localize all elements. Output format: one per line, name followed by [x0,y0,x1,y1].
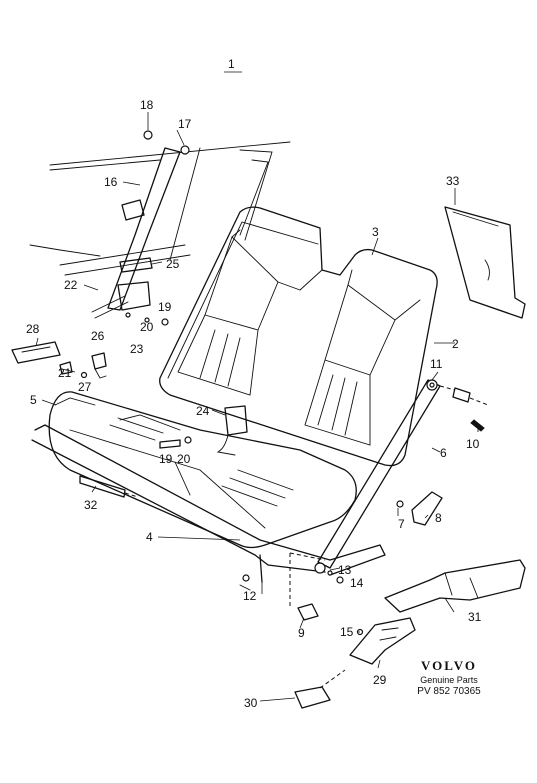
callout: 24 [196,404,210,418]
callout: 29 [373,673,387,687]
callout: 11 [430,357,443,371]
brand-tagline: Genuine Parts [420,675,478,685]
callout: 15 [340,625,354,639]
callout: 4 [146,530,153,544]
panel-33 [444,206,526,319]
callout: 26 [91,329,105,343]
callout: 17 [178,117,192,131]
callout: 32 [84,498,98,512]
small-parts [239,552,344,621]
callout: 27 [78,380,92,394]
callout: 9 [298,626,305,640]
part-32-bracket [79,475,139,498]
callout: 13 [338,563,352,577]
callout: 30 [244,696,258,710]
body-outline [29,141,291,276]
callout: 10 [466,437,480,451]
callout: 21 [58,366,72,380]
callout: 3 [372,225,379,239]
callout: 25 [166,257,180,271]
pad-30 [294,669,346,709]
bracket-29 [349,617,416,665]
leader-lines [35,112,479,702]
rod-6 [314,379,489,574]
callout: 28 [26,322,40,336]
assembly-label-1: 1 [224,57,242,73]
callout: 14 [350,576,364,590]
bracket-31 [384,559,526,613]
seat-backrest [159,206,438,467]
callout: 22 [64,278,78,292]
callout: 12 [243,589,257,603]
seat-belt-assembly [91,130,190,326]
callout: 5 [30,393,37,407]
svg-text:1: 1 [228,57,235,71]
seat-frame [31,424,386,583]
callout: 19 [158,300,172,314]
label-plate-28 [11,341,73,375]
callout: 23 [130,342,144,356]
callout: 20 [177,452,191,466]
callout: 31 [468,610,482,624]
seat-cushion [48,391,357,549]
callout: 2 [452,337,459,351]
callout: 33 [446,174,460,188]
callout: 6 [440,446,447,460]
callout: 8 [435,511,442,525]
buckle-parts [80,352,248,456]
callout-numbers: 2 3 4 5 6 7 8 9 10 11 12 13 14 15 16 17 … [26,98,482,710]
volvo-logo: VOLVO [421,658,477,673]
callout: 16 [104,175,118,189]
callout: 7 [398,517,405,531]
cover-8 [396,491,443,526]
callout: 19 [159,452,173,466]
volvo-brand-block: VOLVO Genuine Parts PV 852 70365 [414,658,484,697]
callout: 18 [140,98,154,112]
callout: 20 [140,320,154,334]
diagram-reference: PV 852 70365 [417,686,481,697]
